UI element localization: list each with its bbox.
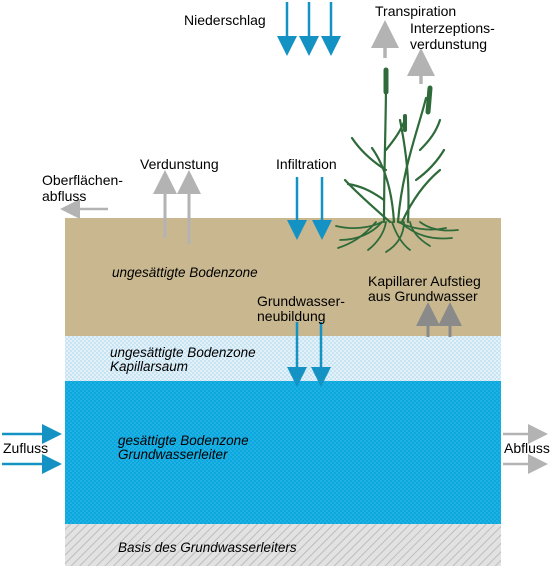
transpiration-label: Transpiration <box>375 3 457 19</box>
aquifer-layer <box>65 381 501 524</box>
capillary-rise-arrows <box>416 302 462 337</box>
capillary-fringe-label-line1: ungesättigte Bodenzone <box>110 345 256 360</box>
groundwater-recharge-label-line2: neubildung <box>257 308 326 324</box>
saturated-zone-label-line2: Grundwasserleiter <box>118 447 228 462</box>
interception-label-line2: verdunstung <box>410 36 488 52</box>
capillary-rise-label-line2: aus Grundwasser <box>368 288 478 304</box>
inflow-arrows <box>2 424 62 474</box>
saturated-zone-label-line1: gesättigte Bodenzone <box>118 433 249 448</box>
infiltration-arrows <box>287 177 332 240</box>
roots <box>335 221 459 253</box>
infiltration-label: Infiltration <box>276 156 337 172</box>
precipitation-arrows <box>277 2 341 56</box>
capillary-rise-label-line1: Kapillarer Aufstieg <box>368 273 481 289</box>
inflow-label: Zufluss <box>3 440 49 456</box>
unsaturated-zone-label: ungesättigte Bodenzone <box>112 265 258 280</box>
precipitation-label: Niederschlag <box>184 12 266 28</box>
capillary-fringe-layer <box>65 336 501 381</box>
capillary-fringe-label-line2: Kapillarsaum <box>110 359 189 374</box>
grass-plant-icon <box>335 67 459 253</box>
outflow-arrows <box>503 424 548 474</box>
surface-runoff-label-line2: abfluss <box>42 188 87 204</box>
evaporation-label: Verdunstung <box>140 156 219 172</box>
evaporation-arrows <box>153 170 201 244</box>
aquifer-base-label: Basis des Grundwasserleiters <box>118 540 297 555</box>
transpiration-arrows <box>371 20 435 84</box>
groundwater-recharge-arrows <box>287 322 331 387</box>
groundwater-recharge-label-line1: Grundwasser- <box>257 293 345 309</box>
outflow-label: Abfluss <box>504 440 550 456</box>
aquifer-base-layer <box>65 524 501 566</box>
surface-runoff-label-line1: Oberflächen- <box>42 172 123 188</box>
interception-label-line1: Interzeptions- <box>410 20 495 36</box>
